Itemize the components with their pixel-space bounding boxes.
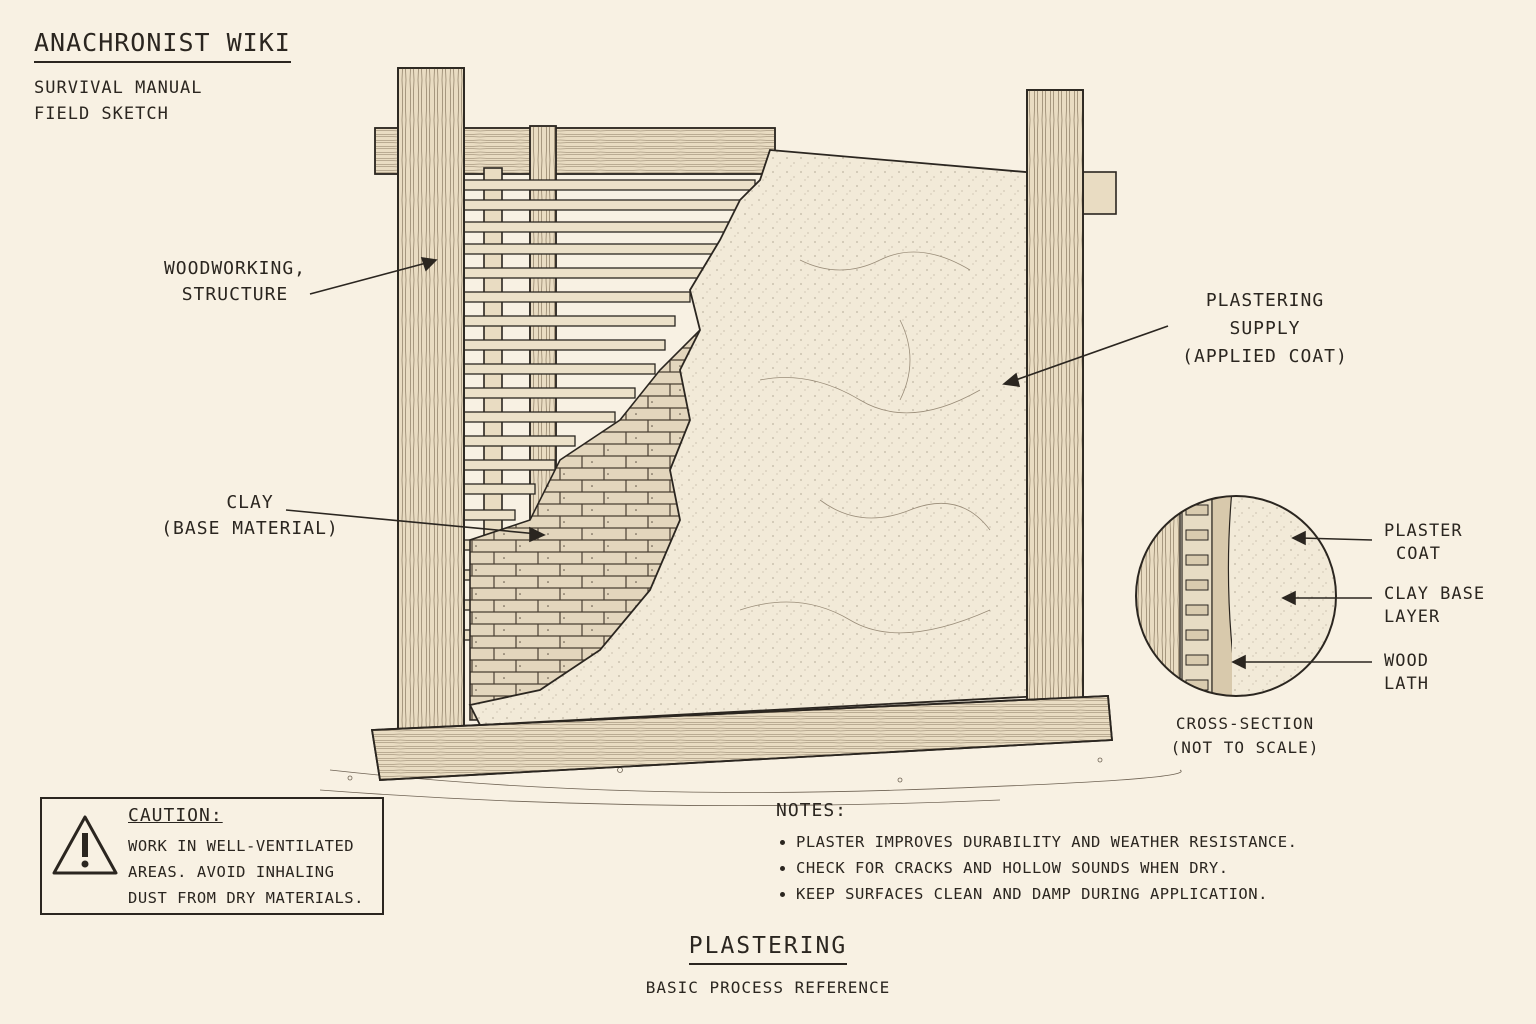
notes-heading: NOTES:: [776, 800, 848, 821]
label-clay-base-layer: CLAY BASE LAYER: [1384, 583, 1485, 629]
label-clay: CLAY (BASE MATERIAL): [150, 490, 350, 542]
label-wood-lath-line-2: LATH: [1384, 674, 1429, 694]
footer-title: PLASTERING: [0, 933, 1536, 965]
ground: [319, 757, 1182, 807]
caution-heading: CAUTION:: [128, 805, 223, 826]
caution-line-2: AREAS. AVOID INHALING: [128, 863, 335, 881]
label-clay-line-2: (BASE MATERIAL): [161, 518, 339, 539]
subtitle-line-2: FIELD SKETCH: [34, 104, 169, 124]
subtitle-line-1: SURVIVAL MANUAL: [34, 78, 203, 98]
header: ANACHRONIST WIKI SURVIVAL MANUAL FIELD S…: [34, 28, 291, 127]
warning-triangle-icon: [52, 815, 118, 875]
sill-beam: [370, 695, 1113, 781]
caution-box: CAUTION: WORK IN WELL-VENTILATED AREAS. …: [40, 797, 384, 915]
cross-section-caption: CROSS-SECTION (NOT TO SCALE): [1160, 712, 1330, 760]
label-plastering-line-1: PLASTERING: [1205, 290, 1325, 311]
label-wood-lath: WOOD LATH: [1384, 650, 1429, 696]
leader-arrows: [285, 257, 1373, 670]
cross-section-detail: [1135, 495, 1337, 697]
plaster-texture: [739, 251, 991, 634]
label-plastering-line-2: SUPPLY: [1229, 318, 1301, 339]
subtitle: SURVIVAL MANUAL FIELD SKETCH: [34, 75, 291, 127]
caution-line-1: WORK IN WELL-VENTILATED: [128, 837, 355, 855]
wiki-title: ANACHRONIST WIKI: [34, 28, 291, 63]
cross-section-caption-line-2: (NOT TO SCALE): [1170, 738, 1320, 757]
label-plaster-coat-line-2: COAT: [1396, 544, 1441, 564]
footer-title-text: PLASTERING: [688, 933, 848, 965]
caution-text: WORK IN WELL-VENTILATED AREAS. AVOID INH…: [128, 833, 378, 911]
label-clay-base-line-2: LAYER: [1384, 607, 1441, 627]
label-clay-base-line-1: CLAY BASE: [1384, 584, 1486, 604]
label-plaster-coat: PLASTER COAT: [1384, 520, 1463, 566]
label-woodworking-line-2: STRUCTURE: [181, 284, 289, 305]
note-item: KEEP SURFACES CLEAN AND DAMP DURING APPL…: [796, 881, 1297, 907]
label-plastering-line-3: (APPLIED COAT): [1182, 346, 1348, 367]
footer-subtitle: BASIC PROCESS REFERENCE: [645, 978, 891, 997]
notes-section: NOTES: PLASTER IMPROVES DURABILITY AND W…: [776, 800, 1297, 907]
lath-strips: [454, 179, 756, 641]
notes-list: PLASTER IMPROVES DURABILITY AND WEATHER …: [776, 829, 1297, 907]
label-woodworking: WOODWORKING, STRUCTURE: [150, 256, 320, 308]
note-item: CHECK FOR CRACKS AND HOLLOW SOUNDS WHEN …: [796, 855, 1297, 881]
note-item: PLASTER IMPROVES DURABILITY AND WEATHER …: [796, 829, 1297, 855]
label-wood-lath-line-1: WOOD: [1384, 651, 1429, 671]
label-woodworking-line-1: WOODWORKING,: [163, 258, 307, 279]
cross-section-caption-line-1: CROSS-SECTION: [1175, 714, 1315, 733]
label-plaster-coat-line-1: PLASTER: [1384, 521, 1463, 541]
caution-line-3: DUST FROM DRY MATERIALS.: [128, 889, 364, 907]
label-clay-line-1: CLAY: [226, 492, 274, 513]
label-plastering-supply: PLASTERING SUPPLY (APPLIED COAT): [1170, 287, 1360, 371]
